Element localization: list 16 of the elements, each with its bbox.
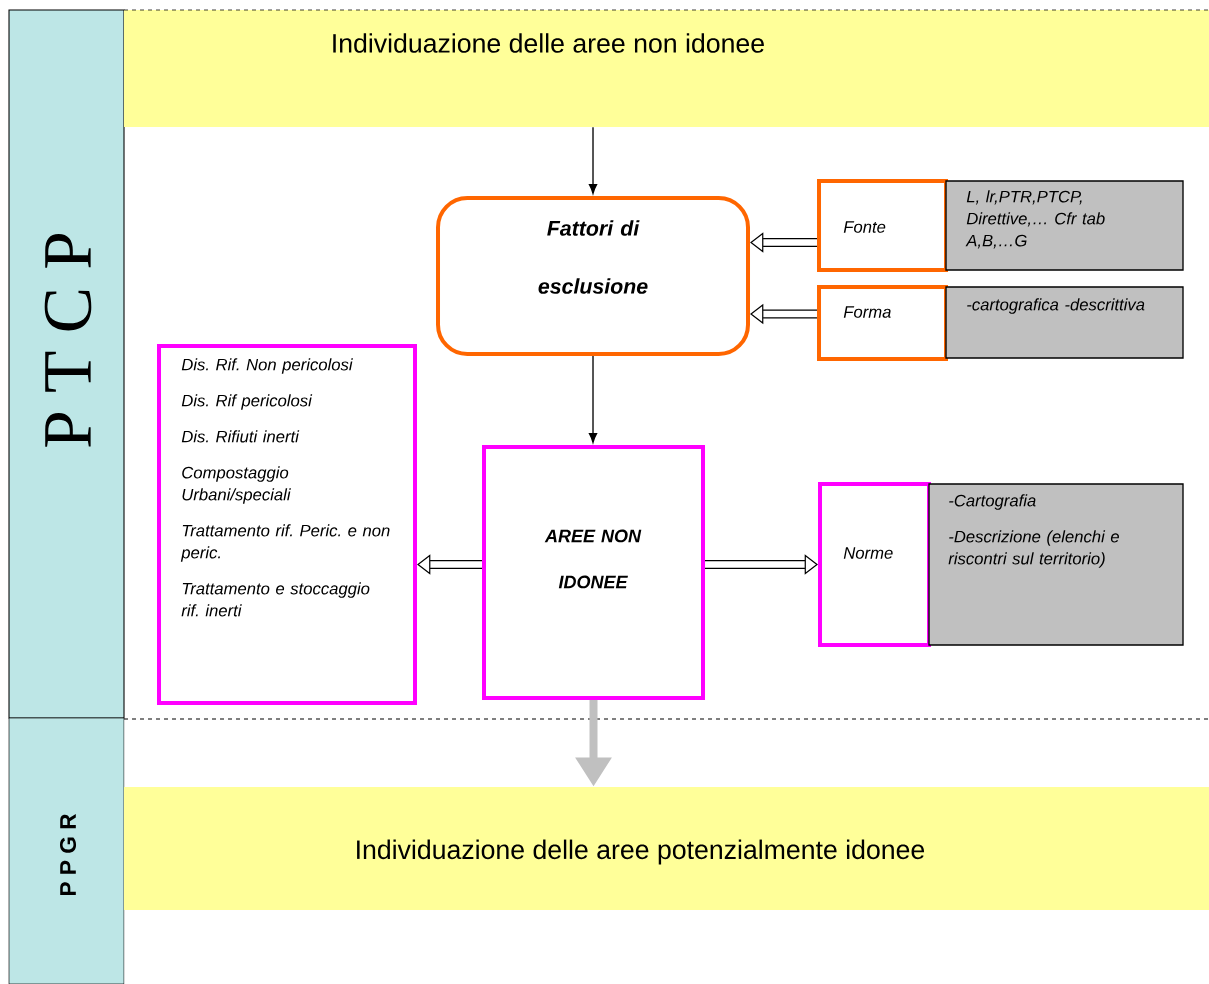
info-box: L, lr,PTR,PTCP, Direttive,… Cfr tab A,B,…G (945, 180, 1184, 271)
result-box: AREE NON IDONEE (482, 445, 705, 700)
label-box: Forma (817, 285, 948, 361)
process-box: Fattori di esclusione (436, 196, 750, 356)
info-box: -cartografica -descrittiva (945, 286, 1184, 359)
side-band: P P G R (8, 717, 125, 984)
arrow (588, 355, 598, 443)
arrow (417, 554, 482, 575)
heading-band: Individuazione delle aree non idonee (124, 10, 1209, 127)
arrow (588, 126, 598, 194)
list-box: Dis. Rif. Non pericolosi Dis. Rif pericolosi Dis. Rifiuti inerti Compostaggio Urbani/speciali Trattamento rif. Peric. e non peric. Trattamento e stoccaggio rif. inerti (157, 344, 417, 705)
label-box: Norme (818, 482, 931, 647)
heading-band: Individuazione delle aree potenzialmente idonee (124, 787, 1209, 910)
arrow (750, 232, 817, 253)
info-box: -Cartografia -Descrizione (elenchi e riscontri sul territorio) (928, 483, 1184, 646)
label-box: Fonte (817, 179, 948, 272)
